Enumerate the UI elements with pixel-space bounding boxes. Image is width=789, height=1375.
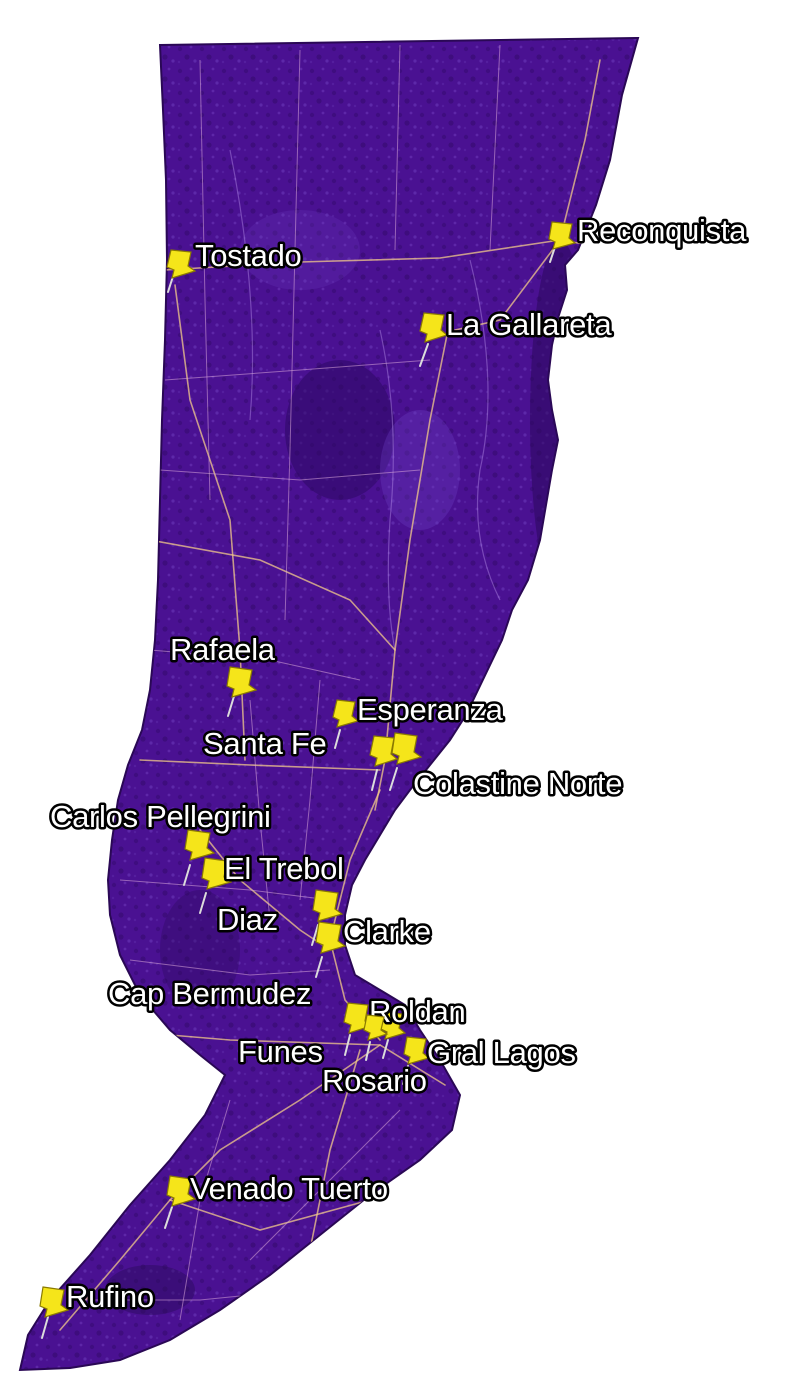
marker-funes[interactable]: Funes [236,1014,389,1072]
marker-label-cap-bermudez: Cap Bermudez [108,976,311,1011]
marker-label-gral-lagos: Gral Lagos [427,1035,576,1070]
marker-esperanza[interactable]: Esperanza [332,690,506,749]
marker-label-rufino: Rufino [66,1279,154,1314]
marker-label-funes: Funes [238,1034,323,1069]
marker-label-el-trebol: El Trebol [224,851,344,886]
marker-label-venado-tuerto: Venado Tuerto [190,1171,388,1206]
marker-label-roldan: Roldan [369,994,465,1029]
marker-label-carlos-pellegrini: Carlos Pellegrini [50,799,271,834]
marker-label-esperanza: Esperanza [357,692,504,727]
marker-gral-lagos[interactable]: Gral Lagos [402,1033,578,1085]
marker-rafaela[interactable]: Rafaela [168,630,279,717]
marker-label-rafaela: Rafaela [170,632,276,667]
marker-label-colastine-norte: Colastine Norte [413,766,622,801]
marker-diaz[interactable]: Diaz [215,889,344,946]
marker-label-rosario: Rosario [322,1063,427,1098]
marker-label-tostado: Tostado [195,238,301,273]
marker-colastine-norte[interactable]: Colastine Norte [389,732,625,804]
marker-rufino[interactable]: Rufino [39,1277,157,1339]
marker-rosario: Rosario [320,1061,430,1101]
marker-venado-tuerto[interactable]: Venado Tuerto [164,1169,391,1229]
marker-carlos-pellegrini[interactable]: Carlos Pellegrini [48,797,273,886]
marker-reconquista[interactable]: Reconquista [548,211,750,263]
marker-cap-bermudez[interactable]: Cap Bermudez [106,974,373,1056]
marker-la-gallareta[interactable]: La Gallareta [419,305,615,367]
marker-label-reconquista: Reconquista [577,213,747,248]
marker-clarke[interactable]: Clarke [315,912,434,978]
marker-label-santa-fe: Santa Fe [203,726,326,761]
marker-tostado[interactable]: Tostado [166,236,304,293]
marker-label-diaz: Diaz [217,902,278,937]
markers-layer: Reconquista Tostado La Gallareta Rafaela… [39,211,750,1339]
marker-label-la-gallareta: La Gallareta [446,307,612,342]
marker-el-trebol[interactable]: El Trebol [199,849,346,914]
marker-santa-fe[interactable]: Santa Fe [201,724,399,791]
marker-roldan[interactable]: Roldan [367,992,468,1059]
marker-label-clarke: Clarke [343,914,431,949]
